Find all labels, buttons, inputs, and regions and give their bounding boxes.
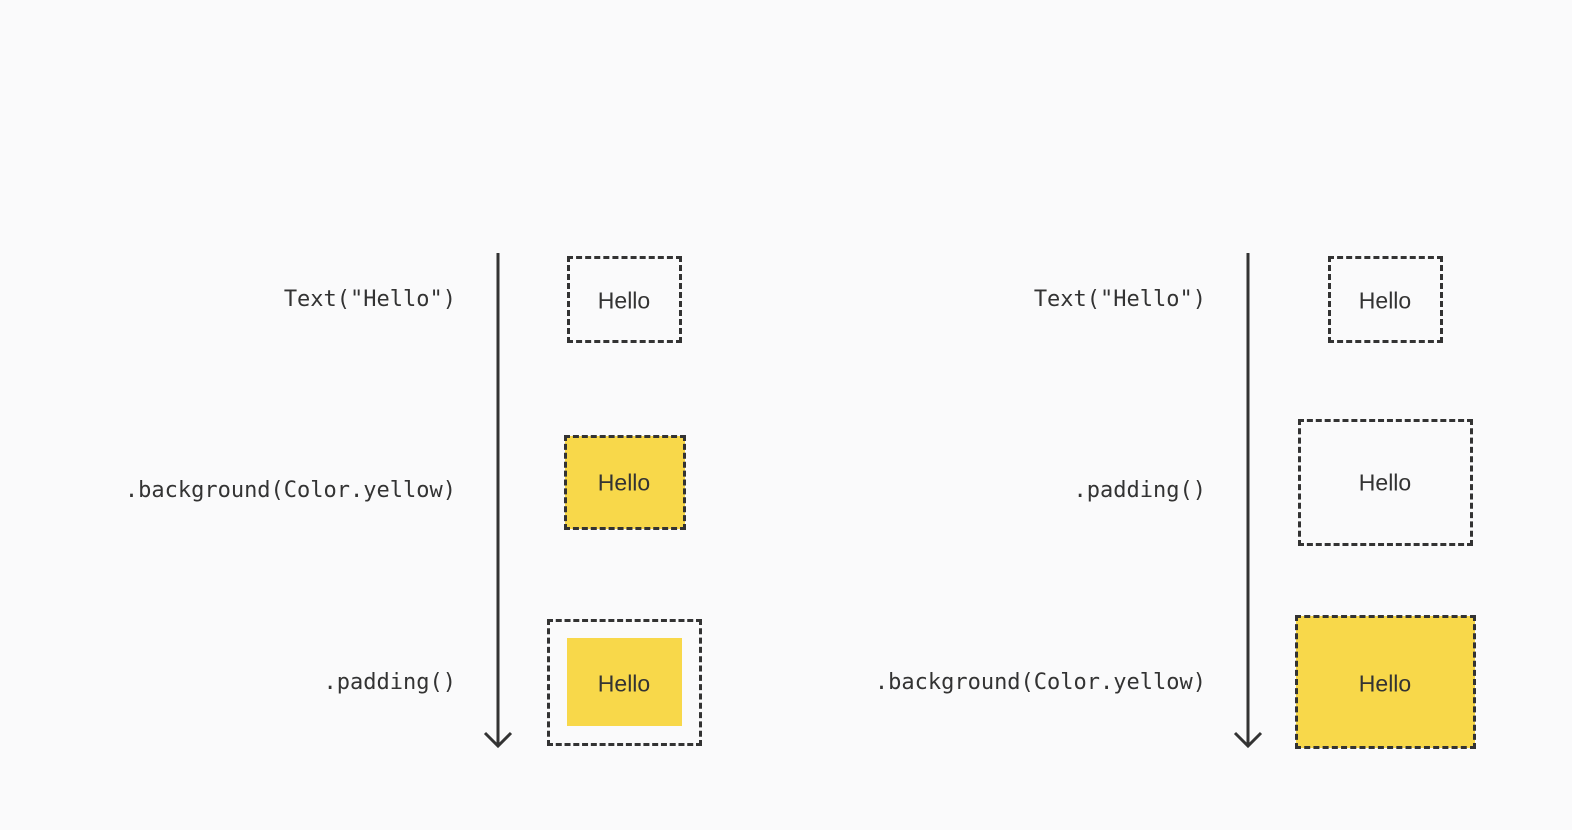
right-step-2-hello: Hello: [1358, 469, 1412, 496]
left-step-1-hello: Hello: [597, 287, 651, 314]
left-step-3-frame: [547, 619, 702, 746]
right-step-1-frame: [1328, 256, 1443, 343]
left-step-1-frame: [567, 256, 682, 343]
right-step-1-hello: Hello: [1358, 287, 1412, 314]
right-step-1-code: Text("Hello"): [1033, 287, 1206, 312]
left-down-arrow-icon: [483, 253, 513, 749]
left-step-2-hello: Hello: [597, 469, 651, 496]
right-step-3-hello: Hello: [1358, 670, 1412, 697]
left-step-3-yellow-fill: [567, 638, 682, 726]
right-step-2-frame: [1298, 419, 1473, 546]
left-step-2-frame: [564, 435, 686, 530]
left-step-3-hello: Hello: [597, 670, 651, 697]
right-step-2-code: .padding(): [1073, 478, 1206, 503]
left-step-2-code: .background(Color.yellow): [124, 478, 456, 503]
left-step-2-yellow-fill: [565, 436, 685, 529]
right-step-3-code: .background(Color.yellow): [874, 670, 1206, 695]
left-step-3-code: .padding(): [323, 670, 456, 695]
left-step-1-code: Text("Hello"): [283, 287, 456, 312]
right-step-3-frame: [1295, 615, 1476, 749]
right-step-3-yellow-fill: [1296, 616, 1475, 748]
right-down-arrow-icon: [1233, 253, 1263, 749]
